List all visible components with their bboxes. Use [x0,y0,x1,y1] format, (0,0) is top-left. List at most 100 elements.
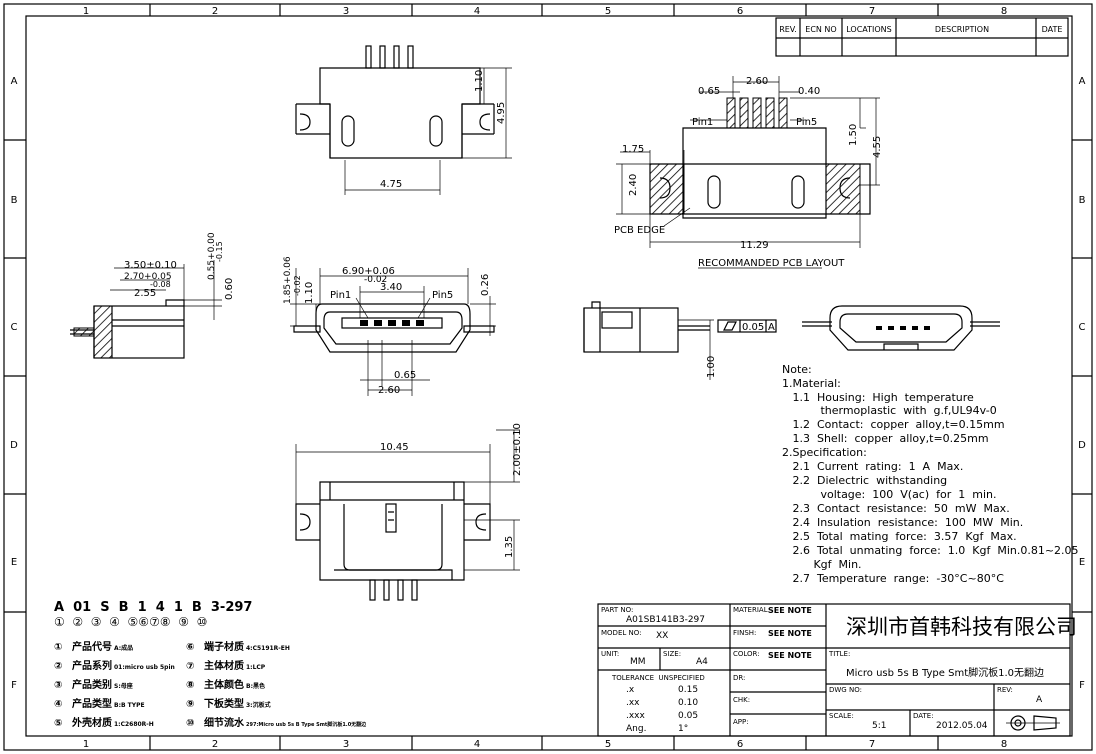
dim-top-offset: 0.55+0.00 [207,232,217,280]
row-label: B [1079,195,1086,206]
note-line: 2.4 Insulation resistance: 100 MW Min. [782,516,1023,529]
model-value: XX [656,631,668,641]
code-item-value: 1:LCP [246,664,266,671]
dim-depth: 3.50±0.10 [124,260,177,271]
tol-value: 1° [678,724,688,734]
dim-pin-span: 3.40 [380,282,402,293]
col-label: 5 [605,6,611,17]
note-line: voltage: 100 V(ac) for 1 min. [782,488,997,501]
row-label: F [11,680,17,691]
note-line: 2.1 Current rating: 1 A Max. [782,460,963,473]
dwg-label: DWG NO: [829,686,862,694]
col-label: 4 [474,6,480,17]
dim-height: 1.00 [706,356,717,378]
dim-top-height: 1.10 [474,70,485,92]
part-code: A 01 S B 1 4 1 B 3-297 [54,600,252,615]
col-label: 4 [474,739,480,750]
bottom-view: 10.45 2.00±0.10 1.35 [295,423,523,601]
code-item-value: S:母座 [114,682,133,690]
row-label: B [11,195,18,206]
code-item-num: ⑨ [186,699,194,710]
code-item-label: 主体材质 [204,659,244,672]
row-label: E [11,557,17,568]
part-no-label: PART NO: [601,606,633,614]
col-label: 7 [869,6,875,17]
col-label: 1 [83,739,89,750]
dim-mid-tol: -0.08 [150,280,171,289]
pcb-layout-view: 2.60 0.65 0.40 Pin1 Pin5 1.50 4.55 1.75 … [614,76,883,269]
dim-pad-width: 0.40 [798,86,820,97]
code-item-num: ② [54,661,62,672]
date-label: DATE: [913,712,934,720]
dim-short: 2.55 [134,288,156,299]
code-item-value: 297:Micro usb 5s B Type Smt脚沉板1.0无翻边 [246,721,367,728]
title-label: TITLE: [828,650,850,658]
drawing-title: Micro usb 5s B Type Smt脚沉板1.0无翻边 [846,666,1044,679]
code-item-value: 4:C5191R-EH [246,645,290,652]
code-item-num: ⑦ [186,661,194,672]
dim-shell-width-tol: -0.02 [364,275,387,285]
notes-block: Note: 1.Material: 1.1 Housing: High temp… [782,363,1079,585]
tol-value: 0.05 [678,711,698,721]
rev-value: A [1036,695,1043,705]
col-label: 2 [212,739,218,750]
col-label: 1 [83,6,89,17]
code-item-num: ③ [54,680,62,691]
tol-key: Ang. [626,724,646,734]
dim-side-width: 1.75 [622,144,644,155]
pin1-label: Pin1 [692,117,713,128]
tol-key: .xxx [626,711,646,721]
dim-front-h1-tol: -0.02 [293,275,302,296]
code-item-label: 主体颜色 [204,678,244,691]
color-label: COLOR: [733,650,760,658]
revision-table: REV. ECN NO LOCATIONS DESCRIPTION DATE [775,17,1069,57]
dim-side-height: 2.40 [628,174,639,196]
dim-pitch-span: 2.60 [746,76,768,87]
unit-label: UNIT: [601,650,619,658]
code-item-num: ④ [54,699,62,710]
front-view: 6.90+0.06 -0.02 1.85+0.06 -0.02 1.10 3.4… [283,256,496,396]
row-label: C [1079,322,1086,333]
pin1-label: Pin1 [330,290,351,301]
left-side-view: 3.50±0.10 2.70+0.05 -0.08 2.55 0.55+0.00… [70,232,235,359]
dim-pin-pitch: 0.65 [394,370,416,381]
row-label: A [11,76,18,87]
note-line: 1.3 Shell: copper alloy,t=0.25mm [782,432,989,445]
pcb-layout-title: RECOMMANDED PCB LAYOUT [698,258,845,269]
col-label: 2 [212,6,218,17]
dim-total-width: 11.29 [740,240,769,251]
row-label: D [10,440,18,451]
row-label: A [1079,76,1086,87]
dim-total-height: 4.95 [496,102,507,124]
dim-pad-length: 1.50 [848,124,859,146]
code-item-value: 1:C2680R-H [114,721,154,728]
note-line: 2.2 Dielectric withstanding [782,474,947,487]
datum-label: A [768,322,775,333]
size-value: A4 [696,657,708,667]
notes-heading: Note: [782,363,812,376]
scale-label: SCALE: [829,712,854,720]
drawing-frame: 1 2 3 4 5 6 7 8 1 2 3 4 5 6 7 8 A B C D … [3,3,1093,751]
dim-flatness: 0.05 [742,322,764,333]
row-label: C [11,322,18,333]
dim-mid: 2.70+0.05 [124,272,172,282]
tol-key: .x [626,685,635,695]
top-view: 1.10 4.95 4.75 [295,45,512,195]
part-code-legend: A 01 S B 1 4 1 B 3-297 ① ② ③ ④ ⑤⑥⑦⑧ ⑨ ⑩ … [54,600,367,729]
row-label: E [1079,557,1085,568]
finish-value: SEE NOTE [768,629,812,638]
size-label: SIZE: [663,650,681,658]
code-item-num: ⑩ [186,718,194,729]
dim-top-offset-tol: -0.15 [215,241,224,262]
description-header: DESCRIPTION [935,25,989,34]
dim-bottom-width: 10.45 [380,442,409,453]
rev-header: REV. [779,25,797,34]
note-line: 2.3 Contact resistance: 50 mW Max. [782,502,1010,515]
app-label: APP: [733,718,749,726]
dim-front-h2: 1.10 [304,282,315,304]
locations-header: LOCATIONS [846,25,892,34]
pin5-label: Pin5 [796,117,817,128]
note-line: Kgf Min. [782,558,862,571]
code-item-value: 01:micro usb 5pin [114,664,175,671]
